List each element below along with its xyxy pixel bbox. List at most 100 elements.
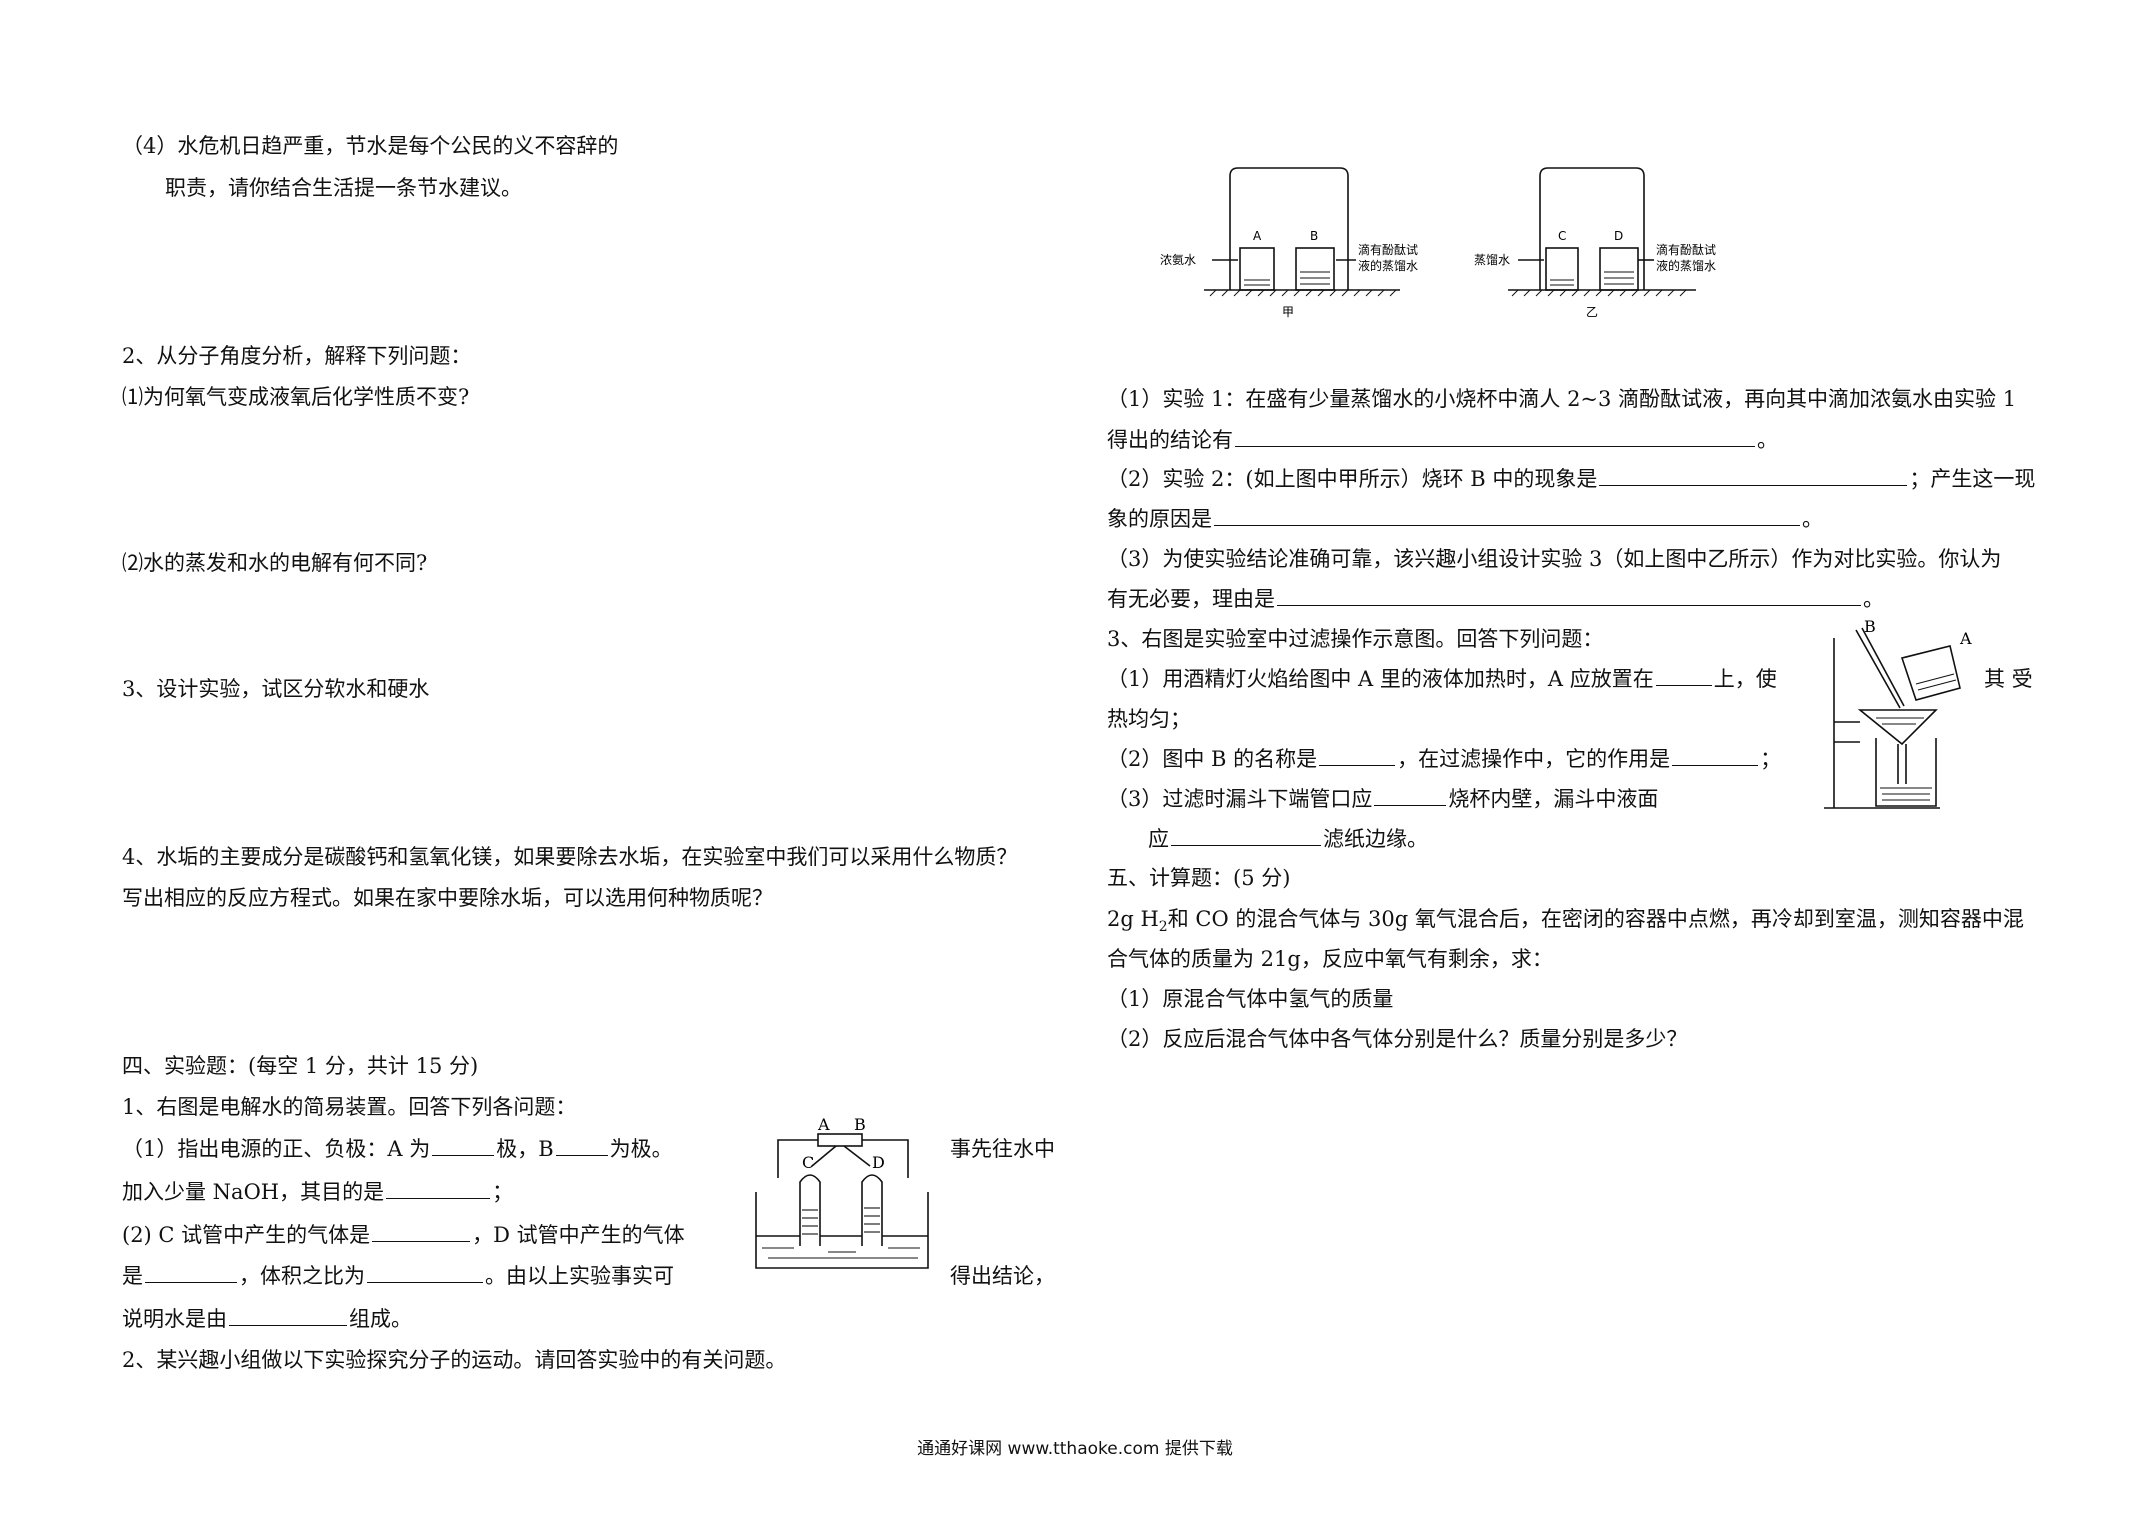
f3-b-text: 烧杯内壁，漏斗中液面: [1448, 787, 1659, 811]
yi-left-label: 蒸馏水: [1474, 253, 1510, 267]
f1-line-a: （1）用酒精灯火焰给图中 A 里的液体加热时，A 应放置在 上，使: [1107, 665, 1777, 693]
exp1-p5-a: 说明水是由: [122, 1307, 227, 1331]
jia-caption: 甲: [1282, 305, 1294, 319]
exp1-p4-b: ，体积之比为: [239, 1264, 365, 1288]
fig-label-b: B: [854, 1118, 866, 1134]
q2-item-2: ⑵水的蒸发和水的电解有何不同?: [122, 551, 428, 575]
blank-b-function[interactable]: [1672, 745, 1759, 766]
blank-beaker-b-phenomenon[interactable]: [1599, 465, 1908, 486]
m2-a-text: （2）实验 2：(如上图中甲所示）烧环 B 中的现象是: [1107, 467, 1598, 491]
yi-label-c: C: [1558, 229, 1566, 243]
filt-label-b: B: [1864, 618, 1876, 636]
page-footer: 通通好课网 www.tthaoke.com 提供下载: [917, 1439, 1233, 1459]
jia-right-label-2: 液的蒸馏水: [1358, 258, 1418, 273]
q2-title: 2、从分子角度分析，解释下列问题：: [122, 344, 472, 368]
fig-label-a: A: [817, 1118, 830, 1134]
q2-item-1: ⑴为何氧气变成液氧后化学性质不变?: [122, 385, 470, 409]
q4-water-line1: （4）水危机日趋严重，节水是每个公民的义不容辞的: [122, 134, 619, 158]
exp2-title: 2、某兴趣小组做以下实验探究分子的运动。请回答实验中的有关问题。: [122, 1348, 787, 1372]
q4-scale-line1: 4、水垢的主要成分是碳酸钙和氢氧化镁，如果要除去水垢，在实验室中我们可以采用什么…: [122, 845, 1018, 869]
f3-a-text: （3）过滤时漏斗下端管口应: [1107, 787, 1373, 811]
electrolysis-figure: A B C D: [748, 1118, 934, 1276]
blank-funnel-tip[interactable]: [1374, 785, 1447, 806]
f1-b-text: 上，使: [1713, 667, 1777, 691]
exp1-p4-a: 是: [122, 1264, 143, 1288]
exp1-p3-a: (2) C 试管中产生的气体是: [122, 1223, 371, 1247]
exp1-p2-a: 加入少量 NaOH，其目的是: [122, 1180, 385, 1204]
f1-a-text: （1）用酒精灯火焰给图中 A 里的液体加热时，A 应放置在: [1107, 667, 1654, 691]
section5-title: 五、计算题：(5 分): [1107, 866, 1291, 890]
blank-heating-place[interactable]: [1655, 665, 1712, 686]
q4-water-line2: 职责，请你结合生活提一条节水建议。: [165, 176, 522, 200]
fig-label-c: C: [802, 1153, 814, 1172]
blank-liquid-level[interactable]: [1171, 825, 1321, 846]
yi-caption: 乙: [1586, 305, 1598, 319]
yi-right-label-2: 液的蒸馏水: [1656, 258, 1716, 273]
f2-a-text: （2）图中 B 的名称是: [1107, 747, 1318, 771]
f3-line-c: 应 滤纸边缘。: [1148, 825, 1428, 853]
blank-reason[interactable]: [1214, 505, 1800, 526]
calc-q2: （2）反应后混合气体中各气体分别是什么？质量分别是多少？: [1107, 1027, 1688, 1051]
m2-b-text: ；产生这一现: [1909, 467, 2036, 491]
f2-c-text: ；: [1760, 747, 1782, 771]
jia-right-label-1: 滴有酚酞试: [1358, 242, 1418, 257]
filtration-title: 3、右图是实验室中过滤操作示意图。回答下列问题：: [1107, 627, 1604, 651]
exp1-right-1: 事先往水中: [950, 1137, 1055, 1161]
exp1-p1-b: 极，B: [496, 1137, 554, 1161]
m1-b-text: 得出的结论有: [1107, 428, 1233, 452]
exp1-line2: 加入少量 NaOH，其目的是；: [122, 1178, 514, 1204]
yi-right-label-1: 滴有酚酞试: [1656, 242, 1716, 257]
exp1-right-2: 得出结论，: [950, 1264, 1055, 1288]
f2-b-text: ，在过滤操作中，它的作用是: [1397, 747, 1671, 771]
filtration-figure: B A: [1820, 618, 1980, 814]
exp1-p5-b: 组成。: [349, 1307, 412, 1331]
blank-volume-ratio[interactable]: [367, 1262, 483, 1283]
fig-label-d: D: [872, 1153, 885, 1172]
f3-c-text: 应: [1148, 827, 1169, 851]
blank-c-gas[interactable]: [372, 1221, 471, 1242]
jia-label-b: B: [1310, 229, 1318, 243]
m1-line-a: （1）实验 1：在盛有少量蒸馏水的小烧杯中滴人 2~3 滴酚酞试液，再向其中滴加…: [1107, 387, 2017, 411]
jia-left-label: 浓氨水: [1160, 253, 1196, 267]
m1-line-b: 得出的结论有。: [1107, 426, 1778, 452]
q4-scale-line2: 写出相应的反应方程式。如果在家中要除水垢，可以选用何种物质呢？: [122, 886, 773, 910]
calc-a2: 和 CO 的混合气体与 30g 氧气混合后，在密闭的容器中点燃，再冷却到室温，测…: [1167, 907, 2024, 931]
blank-A-pole[interactable]: [432, 1135, 495, 1156]
blank-reason-exp3[interactable]: [1277, 585, 1861, 606]
exp1-line1: （1）指出电源的正、负极：A 为 极，B 为极。: [122, 1135, 673, 1163]
jia-label-a: A: [1253, 229, 1262, 243]
m3-b-text: 有无必要，理由是: [1107, 587, 1275, 611]
m2-line-c: 象的原因是。: [1107, 505, 1823, 531]
molecule-motion-figure: A B 浓氨水 滴有酚酞试 液的蒸馏水 甲 C D 蒸馏水 滴有酚酞试 液的蒸馏…: [1140, 160, 1750, 330]
calc-line-a: 2g H2和 CO 的混合气体与 30g 氧气混合后，在密闭的容器中点燃，再冷却…: [1107, 905, 2024, 941]
blank-b-name[interactable]: [1319, 745, 1396, 766]
calc-sub: 2: [1158, 919, 1168, 936]
exp1-p3-b: ，D 试管中产生的气体: [472, 1223, 685, 1247]
q3-text: 3、设计实验，试区分软水和硬水: [122, 677, 430, 701]
f2-line: （2）图中 B 的名称是 ，在过滤操作中，它的作用是 ；: [1107, 745, 1781, 773]
blank-B-pole[interactable]: [555, 1135, 608, 1156]
exp1-line5: 说明水是由 组成。: [122, 1305, 412, 1333]
exp1-p1-c: 为极。: [609, 1137, 673, 1161]
power-source: [817, 1133, 863, 1147]
exp1-line3: (2) C 试管中产生的气体是 ，D 试管中产生的气体: [122, 1221, 685, 1249]
blank-naoh-purpose[interactable]: [386, 1178, 491, 1199]
f1-right: 其 受: [1984, 667, 2033, 691]
m3-line-a: （3）为使实验结论准确可靠，该兴趣小组设计实验 3（如上图中乙所示）作为对比实验…: [1107, 547, 2002, 571]
exp1-title: 1、右图是电解水的简易装置。回答下列各问题：: [122, 1095, 577, 1119]
calc-a1: 2g H: [1107, 907, 1159, 931]
blank-d-gas[interactable]: [145, 1262, 237, 1283]
blank-water-composition[interactable]: [229, 1305, 347, 1326]
blank-exp1-conclusion[interactable]: [1235, 426, 1755, 447]
m2-line-a: （2）实验 2：(如上图中甲所示）烧环 B 中的现象是 ；产生这一现: [1107, 465, 2035, 493]
yi-label-d: D: [1614, 229, 1623, 243]
f3-d-text: 滤纸边缘。: [1323, 827, 1428, 851]
calc-line-b: 合气体的质量为 21g，反应中氧气有剩余，求：: [1107, 947, 1553, 971]
exp1-line4: 是 ，体积之比为 。由以上实验事实可: [122, 1262, 674, 1290]
f3-line-a: （3）过滤时漏斗下端管口应 烧杯内壁，漏斗中液面: [1107, 785, 1658, 813]
section4-title: 四、实验题：(每空 1 分，共计 15 分): [122, 1054, 479, 1078]
exp1-p4-c: 。由以上实验事实可: [485, 1264, 674, 1288]
filt-label-a: A: [1959, 629, 1972, 648]
exp1-p1-a: （1）指出电源的正、负极：A 为: [122, 1137, 431, 1161]
m3-line-b: 有无必要，理由是。: [1107, 585, 1884, 611]
